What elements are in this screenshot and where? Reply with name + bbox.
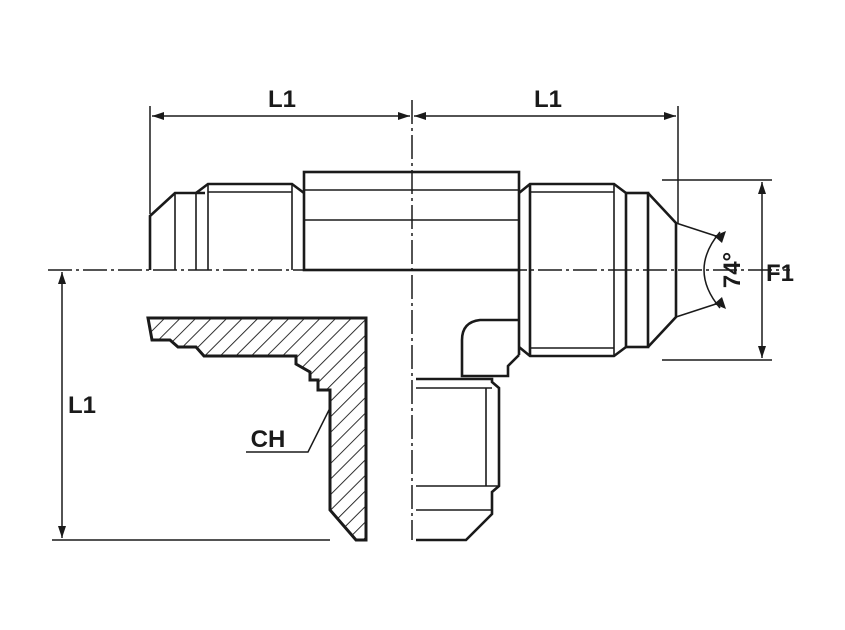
left-thread (195, 182, 305, 195)
label-angle: 74° (719, 252, 746, 288)
label-l1-left: L1 (68, 392, 96, 419)
angle-tick-bottom (714, 297, 726, 309)
right-thread-bottom (518, 345, 627, 358)
section-hatch (146, 316, 368, 542)
label-f1: F1 (766, 260, 794, 287)
left-branch (148, 182, 305, 270)
right-branch (518, 182, 678, 358)
right-thread-top (518, 182, 627, 195)
angle-ext-top (675, 222, 723, 239)
angle-ext-bottom (675, 301, 723, 318)
dimension-labels: L1 L1 L1 F1 CH 74° (68, 86, 794, 453)
angle-tick-top (714, 231, 726, 243)
dim-angle-arc (703, 231, 721, 309)
bottom-branch (416, 377, 501, 542)
label-l1-top-left: L1 (268, 86, 296, 113)
right-flare-collar (624, 191, 650, 349)
tee-body (302, 170, 521, 378)
body-recess (460, 318, 520, 378)
ch-leader (246, 407, 331, 453)
body-block (302, 170, 521, 272)
label-l1-top-right: L1 (534, 86, 562, 113)
label-ch: CH (251, 426, 286, 453)
left-flare-cone (148, 191, 205, 270)
dimension-lines (52, 106, 772, 541)
